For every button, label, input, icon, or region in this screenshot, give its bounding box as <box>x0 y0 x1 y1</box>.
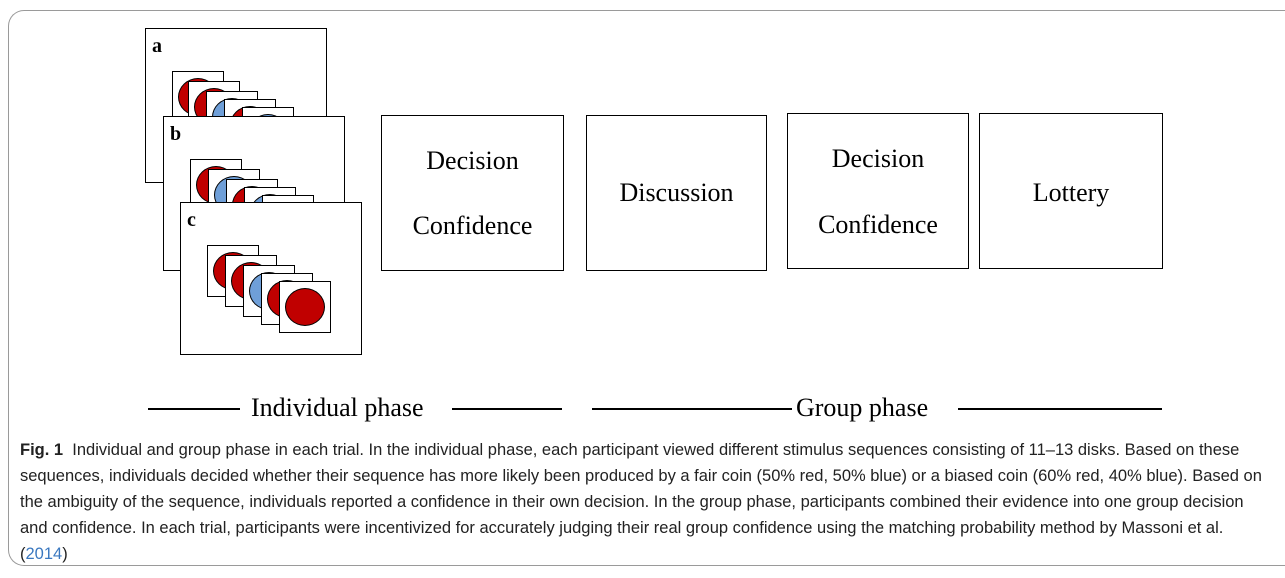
group-decision-confidence-box: Decision Confidence <box>787 113 969 269</box>
caption-figure-label: Fig. 1 <box>20 441 64 459</box>
red-disk <box>285 288 325 326</box>
panel-c: c <box>180 202 362 355</box>
box-line-lottery: Lottery <box>1032 178 1110 207</box>
box-line-discussion: Discussion <box>619 178 734 207</box>
discussion-box: Discussion <box>586 115 767 271</box>
individual-phase-line-left <box>148 408 240 410</box>
caption-reference-link[interactable]: 2014 <box>25 545 63 563</box>
individual-phase-line-right <box>452 408 562 410</box>
caption-text: Individual and group phase in each trial… <box>20 441 1262 563</box>
decision-confidence-box: Decision Confidence <box>381 115 564 271</box>
group-phase-line-left <box>592 408 792 410</box>
panel-b-label: b <box>170 123 182 145</box>
figure-frame <box>8 10 1285 566</box>
group-phase-line-right <box>958 408 1162 410</box>
lottery-box: Lottery <box>979 113 1163 269</box>
panel-c-label: c <box>187 209 196 231</box>
box-line-confidence: Confidence <box>818 210 938 239</box>
panel-a-label: a <box>152 35 162 57</box>
caption-text-end: ) <box>62 545 68 563</box>
box-line-confidence: Confidence <box>412 211 533 240</box>
box-line-decision: Decision <box>426 146 519 175</box>
disk-card <box>279 281 331 333</box>
individual-phase-label: Individual phase <box>251 393 424 422</box>
group-phase-label: Group phase <box>796 393 929 422</box>
box-line-decision: Decision <box>831 144 925 173</box>
figure-caption: Fig. 1 Individual and group phase in eac… <box>20 437 1275 567</box>
